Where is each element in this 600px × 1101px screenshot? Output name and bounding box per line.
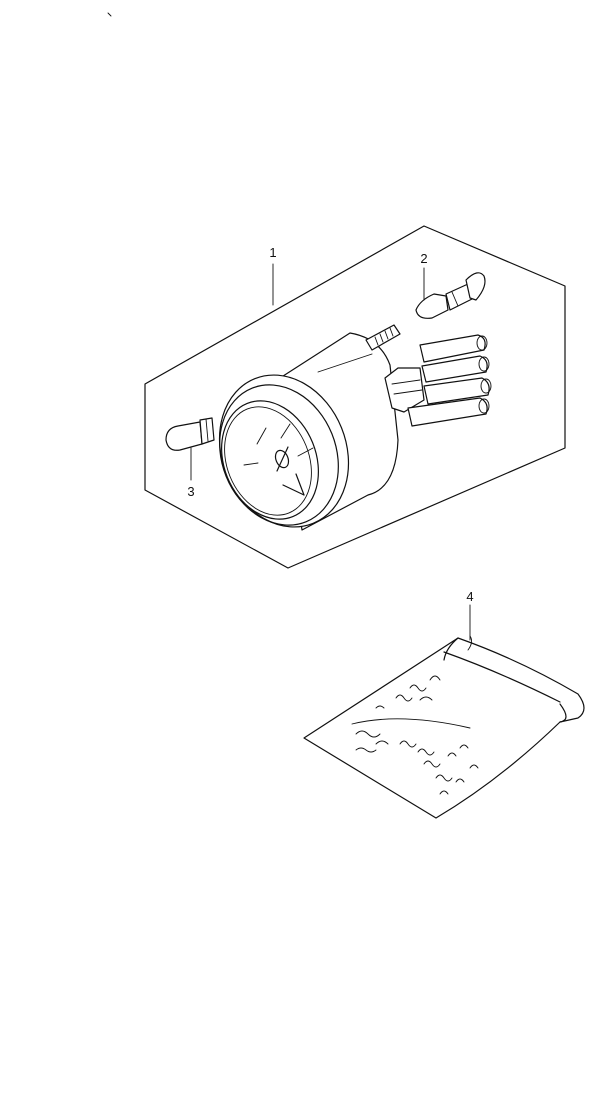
parts-bag-part — [303, 635, 585, 819]
stray-mark — [107, 12, 112, 17]
callout-3: 3 — [187, 484, 194, 499]
callout-2: 2 — [420, 251, 427, 266]
gauge-part — [218, 324, 492, 531]
bulb-pin-part — [415, 272, 486, 319]
kit-outline — [144, 225, 566, 569]
lamp-part — [165, 417, 215, 451]
callout-4: 4 — [466, 589, 473, 604]
callout-1: 1 — [269, 245, 276, 260]
